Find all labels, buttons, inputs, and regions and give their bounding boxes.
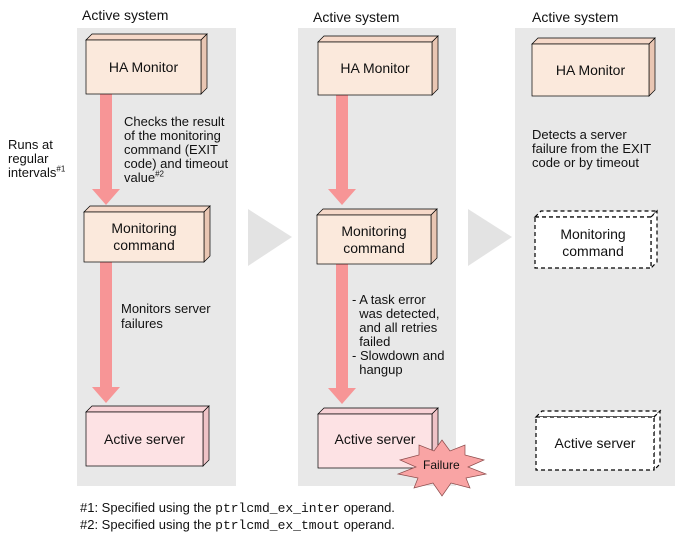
transition-chevron-1 xyxy=(248,209,292,266)
panel-2-title: Active system xyxy=(313,9,400,25)
arrow-monitor-server xyxy=(92,262,120,403)
footnote-1-prefix: #1: Specified using the xyxy=(80,500,216,515)
error-note-line: was detected, xyxy=(352,306,440,321)
check-result-line: Checks the result xyxy=(124,114,225,129)
active-server-box-1 xyxy=(85,405,210,467)
failure-label: Failure xyxy=(423,458,460,472)
monitoring-command-box-3 xyxy=(533,209,659,270)
check-result-line: code) and timeout xyxy=(124,156,229,171)
arrow-check-result xyxy=(92,94,120,205)
monitor-server-line: Monitors server xyxy=(121,301,211,316)
detect-failure-line: code or by timeout xyxy=(532,155,639,170)
interval-note-last-line: intervals#1 xyxy=(8,165,65,180)
panel-3-title: Active system xyxy=(532,9,619,25)
monitoring-command-label-2: Monitoring command xyxy=(341,222,407,256)
active-server-box-3 xyxy=(534,409,662,472)
ha-monitor-box-1 xyxy=(85,33,208,95)
ha-monitor-label-3: HA Monitor xyxy=(555,61,626,78)
error-note-line: hangup xyxy=(352,362,403,377)
monitoring-command-box-2 xyxy=(316,208,438,265)
check-result-last-line: value#2 xyxy=(124,170,164,185)
footnote-2: #2: Specified using the ptrlcmd_ex_tmout… xyxy=(80,517,395,533)
failure-burst-shape xyxy=(396,439,488,497)
error-note-line: failed xyxy=(352,334,391,349)
error-note-line: - Slowdown and xyxy=(352,348,445,363)
interval-note-word: intervals xyxy=(8,165,57,180)
check-result-line: of the monitoring xyxy=(124,128,221,143)
active-server-label-2: Active server xyxy=(334,430,416,447)
monitoring-command-label-1: Monitoring command xyxy=(111,220,177,253)
panel-1-title: Active system xyxy=(82,7,169,23)
ha-monitor-box-2 xyxy=(317,35,439,96)
error-note-line: - A task error xyxy=(352,292,426,307)
monitoring-command-box-1 xyxy=(83,205,211,263)
ha-monitor-box-3 xyxy=(531,37,656,97)
error-notes: - A task error was detected, and all ret… xyxy=(0,0,680,377)
footnote-2-suffix: operand. xyxy=(339,517,395,532)
detect-failure-line: Detects a server xyxy=(532,127,627,142)
check-result-word: value xyxy=(124,170,156,185)
active-server-label-3: Active server xyxy=(554,435,636,451)
monitor-server-line: failures xyxy=(121,316,163,331)
footnote-1: #1: Specified using the ptrlcmd_ex_inter… xyxy=(80,500,395,516)
footnote-2-code: ptrlcmd_ex_tmout xyxy=(215,518,340,533)
interval-note-line: regular xyxy=(8,151,49,166)
ha-monitor-label-2: HA Monitor xyxy=(340,60,410,76)
footnote-1-code: ptrlcmd_ex_inter xyxy=(215,501,340,516)
ha-monitor-label-1: HA Monitor xyxy=(108,58,179,75)
active-server-label-1: Active server xyxy=(104,430,185,447)
footnote-ref-1: #1 xyxy=(56,164,66,174)
monitoring-command-label-3: Monitoring command xyxy=(560,225,626,259)
interval-note-line: Runs at xyxy=(8,137,53,152)
footnote-ref-2: #2 xyxy=(155,169,164,179)
arrow-check-result-2 xyxy=(328,94,356,205)
arrow-monitor-server-2 xyxy=(328,262,356,404)
check-result-line: command (EXIT xyxy=(124,142,218,157)
footnote-1-suffix: operand. xyxy=(339,500,395,515)
error-note-line: and all retries xyxy=(352,320,438,335)
detect-failure-line: failure from the EXIT xyxy=(532,141,652,156)
footnote-2-prefix: #2: Specified using the xyxy=(80,517,216,532)
transition-chevron-2 xyxy=(468,209,512,266)
